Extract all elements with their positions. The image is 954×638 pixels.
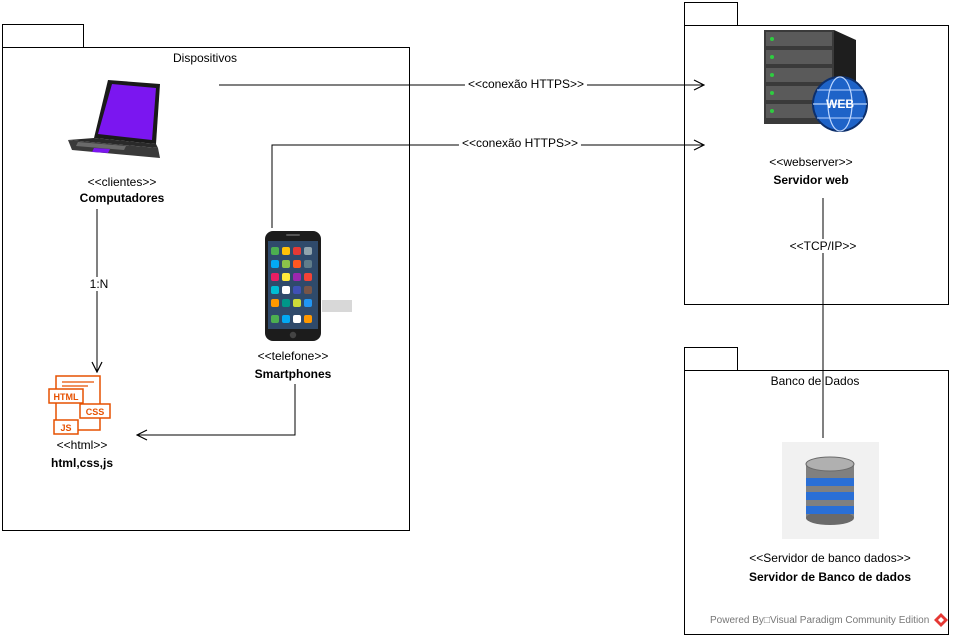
html-badge-text: HTML (54, 392, 79, 402)
html-css-js-icon: HTML CSS JS (48, 375, 111, 435)
computadores-stereotype: <<clientes>> (87, 175, 157, 189)
servidor-bd-name: Servidor de Banco de dados (748, 570, 912, 584)
package-title-banco: Banco de Dados (770, 374, 860, 388)
servidor-bd-stereotype: <<Servidor de banco dados>> (749, 551, 911, 565)
smartphones-stereotype: <<telefone>> (257, 349, 329, 363)
connector-smartphones-html (137, 384, 296, 435)
html-name: html,css,js (50, 456, 114, 470)
web-server-icon: WEB (764, 30, 868, 132)
css-badge-text: CSS (86, 407, 105, 417)
powered-by-footer: Powered By□Visual Paradigm Community Edi… (710, 615, 930, 626)
database-icon (805, 456, 855, 525)
servidor-web-name: Servidor web (773, 173, 849, 187)
web-globe-text: WEB (826, 97, 854, 111)
package-title-dispositivos: Dispositivos (172, 51, 238, 65)
html-stereotype: <<html>> (56, 438, 108, 452)
label-https-2: <<conexão HTTPS>> (458, 136, 582, 150)
label-https-1: <<conexão HTTPS>> (464, 77, 588, 91)
label-multiplicity: 1:N (86, 277, 112, 291)
laptop-icon (68, 80, 160, 158)
smartphone-artifact (322, 300, 352, 312)
servidor-web-stereotype: <<webserver>> (769, 155, 853, 169)
js-badge-text: JS (60, 423, 71, 433)
visual-paradigm-logo-icon (934, 613, 948, 627)
package-tab-webserver (684, 2, 738, 27)
smartphone-icon (265, 231, 321, 341)
smartphones-name: Smartphones (254, 367, 332, 381)
package-dispositivos[interactable] (2, 47, 410, 531)
computadores-name: Computadores (79, 191, 165, 205)
label-tcp-ip: <<TCP/IP>> (786, 239, 860, 253)
connector-https-smartphones (271, 145, 704, 228)
